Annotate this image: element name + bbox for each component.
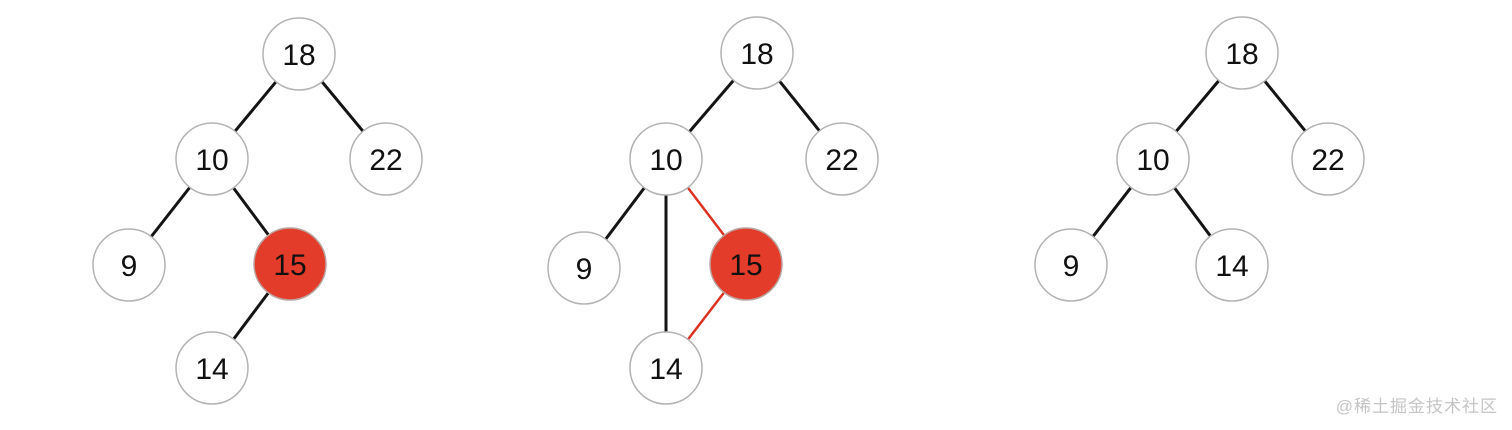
tree-node-14	[1195, 228, 1269, 302]
tree-step-3-node-15-removed: 18 10 22 9 14	[1034, 16, 1365, 302]
tree-node-22	[349, 122, 423, 196]
tree-node-label-14: 14	[1215, 250, 1248, 283]
tree-node-10	[1116, 122, 1190, 196]
juejin-watermark: @稀土掘金技术社区	[1335, 397, 1498, 416]
tree-node-10	[629, 122, 703, 196]
tree-node-label-22: 22	[825, 144, 858, 177]
tree-node-18	[1205, 16, 1279, 90]
tree-node-10	[175, 122, 249, 196]
tree-node-label-22: 22	[1311, 144, 1344, 177]
tree-node-label-9: 9	[576, 253, 593, 286]
tree-node-label-10: 10	[1136, 144, 1169, 177]
tree-step-2-relink-child-14: 18 10 22 9 15 14	[547, 16, 879, 405]
tree-node-15-highlighted	[253, 227, 327, 301]
tree-node-label-10: 10	[195, 144, 228, 177]
tree-node-18	[262, 17, 336, 91]
tree-node-14	[629, 331, 703, 405]
tree-node-label-18: 18	[282, 39, 315, 72]
tree-node-9	[92, 228, 166, 302]
tree-node-label-14: 14	[195, 353, 228, 386]
tree-node-label-15: 15	[729, 249, 762, 282]
tree-node-label-9: 9	[121, 250, 138, 283]
tree-node-9	[547, 231, 621, 305]
tree-node-label-15: 15	[273, 249, 306, 282]
tree-node-label-14: 14	[649, 353, 682, 386]
tree-node-15-highlighted	[709, 227, 783, 301]
tree-node-9	[1034, 228, 1108, 302]
tree-node-22	[805, 122, 879, 196]
tree-node-label-18: 18	[740, 38, 773, 71]
tree-node-18	[720, 16, 794, 90]
tree-node-label-9: 9	[1063, 250, 1080, 283]
tree-node-label-18: 18	[1225, 38, 1258, 71]
tree-node-14	[175, 331, 249, 405]
tree-node-label-22: 22	[369, 144, 402, 177]
tree-node-22	[1291, 122, 1365, 196]
tree-node-label-10: 10	[649, 144, 682, 177]
tree-step-1-highlight-node-15: 18 10 22 9 15 14	[92, 17, 423, 405]
